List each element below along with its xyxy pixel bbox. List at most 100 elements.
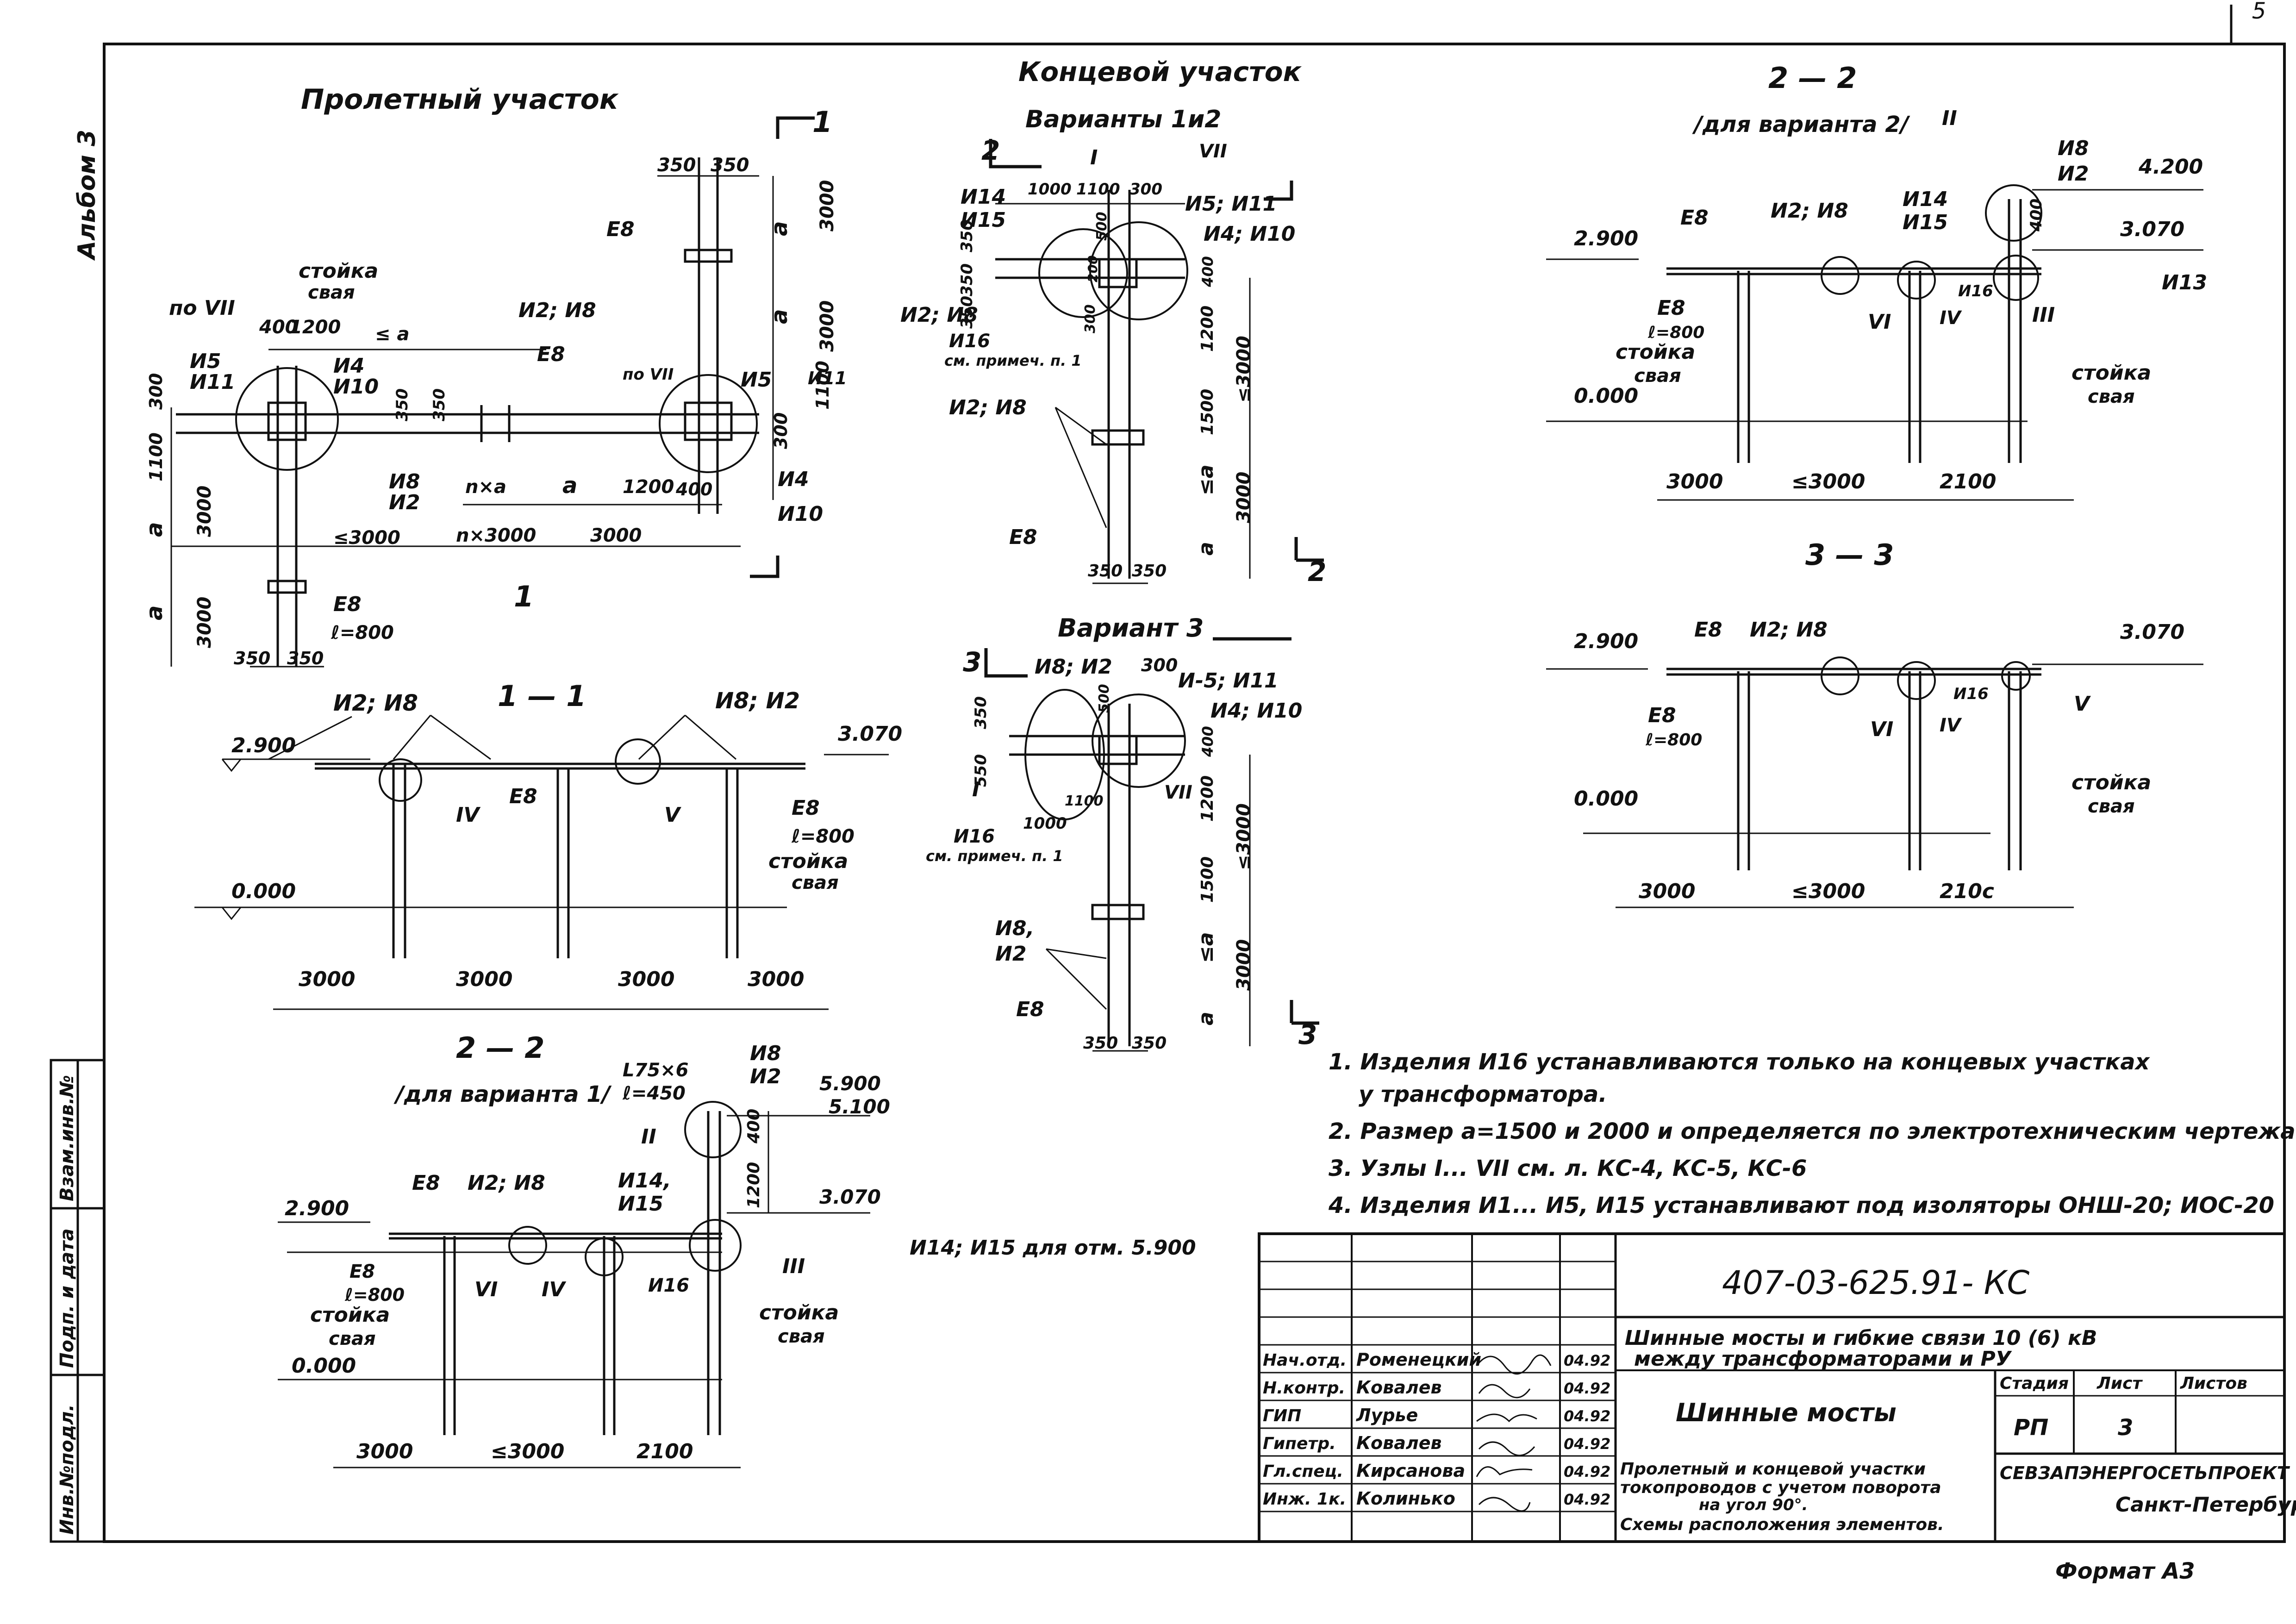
- end-v12-d500: 500: [1094, 212, 1110, 241]
- end-v3-u8u2: И8; И2: [1035, 655, 1112, 679]
- s22v1-note: И14; И15 для отм. 5.900: [910, 1236, 1196, 1260]
- tb-role-4: Гл.спец.: [1263, 1462, 1343, 1481]
- s22v1-u16: И16: [648, 1275, 689, 1296]
- s22v2-u16: И16: [1958, 282, 1993, 300]
- dim-nxa: n×а: [465, 476, 506, 498]
- end-v3-dle3000: ≤3000: [1233, 803, 1254, 870]
- dim-a-left2: а: [142, 606, 168, 620]
- end-v12-u15: И15: [961, 208, 1006, 232]
- section-1-1-title: 1 — 1: [498, 679, 586, 713]
- section-1-1-drawing: [194, 714, 889, 1010]
- s22v1-u15: И15: [618, 1192, 663, 1216]
- end-v3-d400: 400: [1199, 726, 1217, 757]
- dim-right-350: 350: [393, 388, 412, 421]
- end-v3-u8: И8,: [995, 917, 1034, 940]
- end-v3-b350b: 350: [1132, 1034, 1167, 1053]
- s33-level-0000: 0.000: [1574, 787, 1638, 811]
- dim-right-350b: 350: [430, 388, 449, 421]
- s22v2-dim-0: 3000: [1666, 470, 1723, 493]
- plan-u2u8: И2; И8: [518, 299, 596, 322]
- plan-u4: И4: [333, 354, 364, 378]
- s22v1-c8: Е8: [412, 1171, 440, 1195]
- s22v2-level-2900: 2.900: [1574, 227, 1638, 250]
- end-v12-u16: И16: [949, 331, 990, 352]
- s33-node4: IV: [1940, 715, 1962, 736]
- tb-name-0: Роменецкий: [1356, 1349, 1481, 1370]
- s11-c8b: Е8: [792, 796, 820, 820]
- plan-po7b: по VII: [623, 365, 674, 384]
- end-v12-d1200: 1200: [1198, 306, 1217, 352]
- dim-right-a2: а: [767, 309, 792, 324]
- dim-le-a: ≤ а: [375, 324, 409, 345]
- note-1: 1. Изделия И16 устанавливаются только на…: [1329, 1049, 2151, 1075]
- tb-name-5: Колинько: [1356, 1488, 1455, 1509]
- dim-a-left1: а: [142, 522, 168, 537]
- plan-span-title: Пролетный участок: [301, 83, 619, 116]
- end-v12-d400: 400: [1199, 256, 1217, 287]
- s22v1-level-0000: 0.000: [292, 1354, 356, 1378]
- title-project-line1: Шинные мосты и гибкие связи 10 (6) кВ: [1625, 1326, 2097, 1350]
- s33-u16: И16: [1953, 685, 1989, 703]
- tb-role-2: ГИП: [1263, 1406, 1301, 1425]
- s22v1-l800: ℓ=800: [344, 1285, 405, 1305]
- s33-node6: VI: [1870, 718, 1893, 741]
- title-org2: Санкт-Петербург: [2115, 1493, 2296, 1517]
- s22v2-node6: VI: [1868, 310, 1891, 334]
- s22v1-node6: VI: [474, 1278, 498, 1301]
- end-v12-d200: 200: [1085, 256, 1100, 282]
- end-v3-d1500: 1500: [1198, 856, 1217, 903]
- s22v1-d1200: 1200: [744, 1162, 763, 1208]
- s22v1-u14: И14,: [618, 1169, 671, 1193]
- s11-u2u8: И2; И8: [333, 690, 418, 716]
- s22v1-svaya2: свая: [778, 1326, 825, 1347]
- end-v12-d3000: 3000: [1233, 472, 1254, 523]
- s11-node4: IV: [456, 803, 480, 827]
- s22v2-stoika2: стойка: [2071, 361, 2151, 385]
- plan-po7: по VII: [169, 296, 235, 320]
- dim-350-top2: 350: [711, 155, 749, 176]
- s22v1-node4: IV: [542, 1278, 566, 1301]
- s22v2-node2: II: [1942, 106, 1957, 130]
- s11-stoika: стойка: [768, 849, 848, 873]
- title-stage: РП: [2014, 1415, 2048, 1441]
- end-v3-c8: Е8: [1016, 998, 1044, 1021]
- plan-span-drawing: [170, 116, 815, 668]
- title-sheets-header: Листов: [2180, 1374, 2247, 1393]
- s22v2-stoika: стойка: [1616, 340, 1695, 364]
- tb-name-4: Кирсанова: [1356, 1461, 1465, 1481]
- s22v2-u2u8: И2; И8: [1771, 199, 1848, 223]
- dim-300-left: 300: [146, 373, 166, 410]
- end-v12-d350c: 350: [958, 296, 976, 329]
- s11-level-3070: 3.070: [838, 722, 902, 746]
- s11-dim-1: 3000: [456, 968, 512, 991]
- s33-c8: Е8: [1694, 618, 1722, 642]
- note-2: 2. Размер а=1500 и 2000 и определяется п…: [1329, 1118, 2296, 1144]
- sheet-corner-number: 5: [2252, 0, 2266, 24]
- s22v1-u8: И8: [750, 1042, 781, 1065]
- dim-3000-left1: 3000: [194, 486, 215, 537]
- dim-1200-mid: 1200: [623, 476, 674, 498]
- title-desc-0: Пролетный и концевой участки: [1620, 1460, 1926, 1479]
- s22v2-u14: И14: [1903, 187, 1948, 211]
- plan-c8-bot: Е8: [333, 593, 362, 616]
- plan-sec1-bot: 1: [514, 580, 534, 613]
- s33-node5: V: [2074, 692, 2091, 716]
- sheet-frame: [103, 5, 2286, 1543]
- end-v12-node1: I: [1090, 146, 1098, 169]
- signatures: [1476, 1354, 1552, 1512]
- tb-name-3: Ковалев: [1356, 1433, 1442, 1453]
- s33-dim-1: ≤3000: [1791, 880, 1865, 903]
- plan-u10: И10: [333, 375, 379, 399]
- end-v3-drawing: [984, 637, 1319, 1052]
- dim-right-3000a: 3000: [817, 180, 838, 231]
- note-4: 4. Изделия И1... И5, И15 устанавливают п…: [1328, 1193, 2274, 1218]
- end-v12-d1100: 1100: [1076, 180, 1120, 199]
- end-v12-b350b: 350: [1132, 562, 1167, 581]
- dim-350-bot2: 350: [287, 648, 324, 668]
- strip-vzam-label: Взам.инв.№: [56, 1075, 78, 1201]
- end-v3-u2: И2: [995, 942, 1026, 966]
- s22v1-l450: ℓ=450: [622, 1083, 686, 1104]
- s33-level-3070: 3.070: [2120, 620, 2184, 644]
- end-v3-sec3b: 3: [1298, 1019, 1317, 1050]
